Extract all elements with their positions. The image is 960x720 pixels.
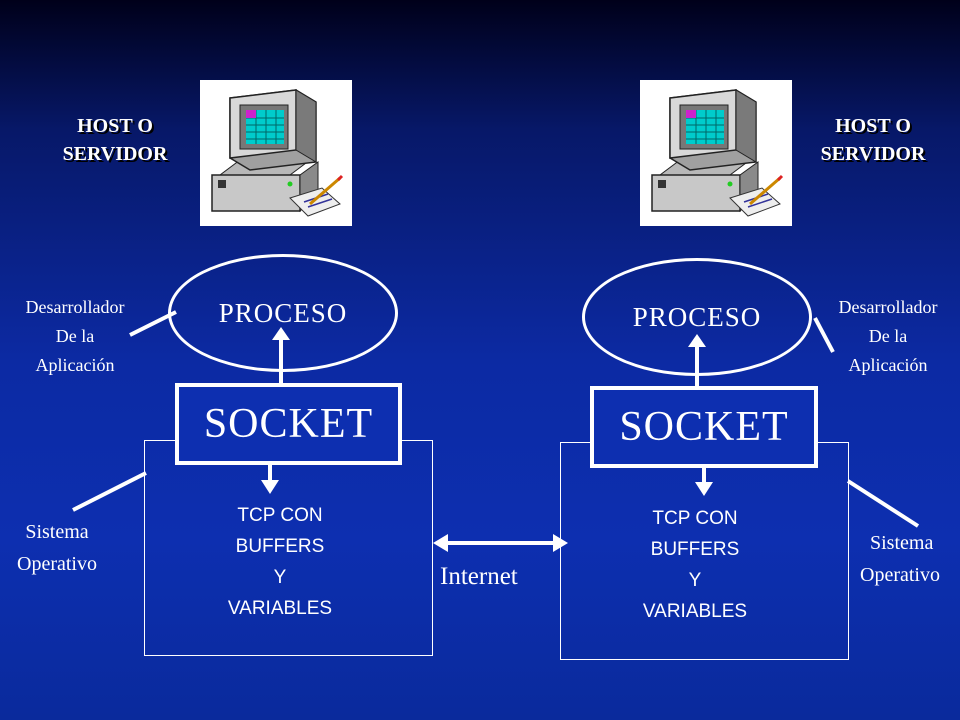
left-process-label: PROCESO [218,297,348,328]
right-dev-pointer [813,317,835,353]
right-tcp-line3: Y [688,570,702,591]
left-tcp-text: TCP CON BUFFERS Y VARIABLES [180,500,380,624]
right-process-ellipse: PROCESO [582,258,812,376]
right-host-label: HOST O SERVIDOR [798,112,948,168]
left-tcp-line1: TCP CON [237,505,323,526]
left-tcp-line3: Y [273,567,287,588]
left-process-ellipse: PROCESO [168,254,398,372]
internet-label: Internet [440,563,518,590]
right-os-pointer [846,479,920,528]
left-os-line1: Sistema [25,521,89,543]
right-socket-label: SOCKET [619,404,789,450]
right-os-line1: Sistema [870,532,934,554]
right-tcp-line2: BUFFERS [650,539,740,560]
left-socket-label: SOCKET [203,401,374,447]
right-socket-box: SOCKET [590,386,818,468]
left-host-label: HOST O SERVIDOR [40,112,190,168]
left-computer-icon [200,80,352,226]
left-dev-line1: Desarrollador [25,297,125,317]
left-tcp-line2: BUFFERS [235,536,325,557]
right-dev-line3: Aplicación [848,355,928,375]
left-os-line2: Operativo [17,553,97,575]
left-host-line2: SERVIDOR [62,143,168,165]
right-dev-line1: Desarrollador [838,297,938,317]
right-computer-icon [640,80,792,226]
right-host-line2: SERVIDOR [820,143,926,165]
left-dev-label: Desarrollador De la Aplicación [2,293,148,380]
right-host-line1: HOST O [835,115,911,137]
right-os-label: Sistema Operativo [852,527,960,591]
right-tcp-line1: TCP CON [652,508,738,529]
left-socket-box: SOCKET [175,383,402,465]
right-dev-line2: De la [868,326,908,346]
left-dev-line2: De la [55,326,95,346]
left-os-pointer [72,471,147,512]
right-process-label: PROCESO [632,301,762,332]
right-tcp-text: TCP CON BUFFERS Y VARIABLES [595,503,795,627]
right-os-line2: Operativo [860,564,940,586]
left-dev-line3: Aplicación [35,355,115,375]
left-os-label: Sistema Operativo [0,516,114,580]
left-tcp-line4: VARIABLES [227,598,333,619]
left-host-line1: HOST O [77,115,153,137]
right-tcp-line4: VARIABLES [642,601,748,622]
right-dev-label: Desarrollador De la Aplicación [816,293,960,380]
